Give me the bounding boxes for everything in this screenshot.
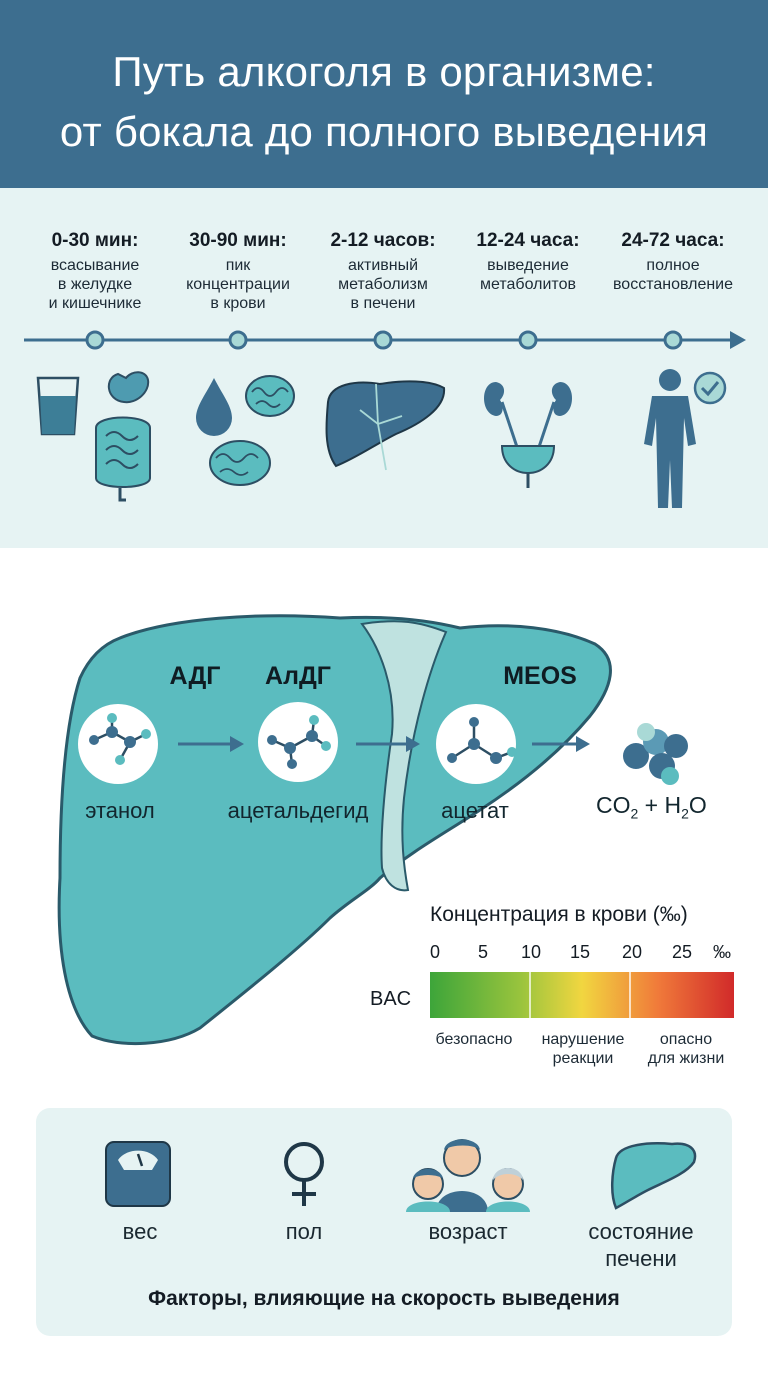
timeline-panel (0, 188, 768, 548)
timeline-marker (518, 330, 538, 350)
reaction-arrow (532, 736, 590, 752)
liver-icon (611, 1142, 697, 1210)
stage-time: 2-12 часов: (330, 230, 436, 251)
bac-tick-label: 25 (671, 942, 693, 962)
timeline-stage-3: 2-12 часов: активный метаболизм в печени (308, 230, 458, 313)
female-symbol-icon (284, 1142, 324, 1206)
timeline-stage-1: 0-30 мин: всасывание в желудке и кишечни… (20, 230, 170, 313)
stomach-intestines-icon (95, 371, 151, 502)
bac-scale-title: Концентрация в крови (‰) (430, 903, 688, 926)
timeline-stage-2: 30-90 мин: пик концентрации в крови (163, 230, 313, 313)
factor-label-age: возраст (428, 1219, 508, 1244)
family-icon (406, 1139, 530, 1212)
timeline-graphic (24, 330, 746, 508)
timeline-stage-4: 12-24 часа: выведение метаболитов (453, 230, 603, 294)
molecule-label-acetaldehyde: ацетальдегид (227, 798, 369, 823)
bac-tick-label: 0 (429, 942, 440, 962)
stage-description: активный метаболизм в печени (338, 257, 428, 312)
enzyme-label-meos: MEOS (503, 662, 577, 690)
reaction-arrow (356, 736, 420, 752)
acetaldehyde-molecule-icon (258, 702, 338, 782)
human-body-icon (644, 369, 696, 508)
scale-icon (105, 1141, 171, 1207)
factor-label-liver-condition: состояние печени (588, 1219, 694, 1271)
blood-drop-icon (196, 378, 232, 436)
stage-time: 0-30 мин: (51, 230, 139, 251)
factor-label-sex: пол (285, 1219, 323, 1244)
bac-gradient-bar (430, 972, 734, 1018)
molecule-label-acetate: ацетат (441, 798, 509, 823)
stage-description: полное восстановление (612, 257, 734, 293)
enzyme-label-adh: АДГ (169, 662, 221, 690)
timeline-marker (373, 330, 393, 350)
checkmark-icon (693, 371, 727, 405)
stage-description: пик концентрации в крови (186, 257, 290, 312)
page-title-line-1: Путь алкоголя в организме: (112, 48, 656, 95)
factor-label-weight: вес (122, 1219, 158, 1244)
factors-caption: Факторы, влияющие на скорость выведения (148, 1287, 620, 1310)
timeline-stage-5: 24-72 часа: полное восстановление (598, 230, 748, 294)
kidneys-bladder-icon (484, 382, 572, 488)
page-title-line-2: от бокала до полного выведения (59, 108, 709, 155)
stage-time: 12-24 часа: (476, 230, 580, 251)
stage-description: выведение метаболитов (480, 257, 576, 293)
bac-tick-label: 20 (621, 942, 643, 962)
glass-of-water-icon (36, 376, 80, 436)
header-banner: Путь алкоголя в организме: от бокала до … (0, 0, 768, 188)
end-products-formula: CO2 + H2O (596, 792, 707, 822)
liver-icon (325, 380, 446, 471)
co2-water-molecules-icon (623, 723, 688, 785)
bac-tick-label: 10 (520, 942, 542, 962)
factors-icons (105, 1139, 697, 1212)
bac-zone-label-safe: безопасно (435, 1031, 513, 1048)
bac-tick-label: 15 (569, 942, 591, 962)
bac-tick-label: 5 (477, 942, 488, 962)
liver-metabolism-diagram (57, 614, 734, 1045)
acetate-molecule-icon (436, 704, 517, 784)
timeline-marker (228, 330, 248, 350)
bac-zone-label-dangerous: опасно для жизни (647, 1031, 725, 1067)
stage-description: всасывание в желудке и кишечнике (48, 257, 142, 312)
reaction-arrow (178, 736, 244, 752)
stage-time: 24-72 часа: (621, 230, 725, 251)
bac-side-label: BAC (370, 988, 412, 1010)
bac-tick-label: ‰ (713, 942, 731, 962)
ethanol-molecule-icon (78, 704, 158, 784)
stage-time: 30-90 мин: (189, 230, 287, 251)
timeline-marker (663, 330, 683, 350)
timeline-marker (85, 330, 105, 350)
molecule-label-ethanol: этанол (85, 798, 155, 823)
falciform-ligament (360, 620, 448, 892)
bac-zone-label-impaired: нарушение реакции (541, 1031, 625, 1067)
brain-icon (209, 375, 295, 486)
enzyme-label-aldh: АлДГ (265, 662, 331, 690)
